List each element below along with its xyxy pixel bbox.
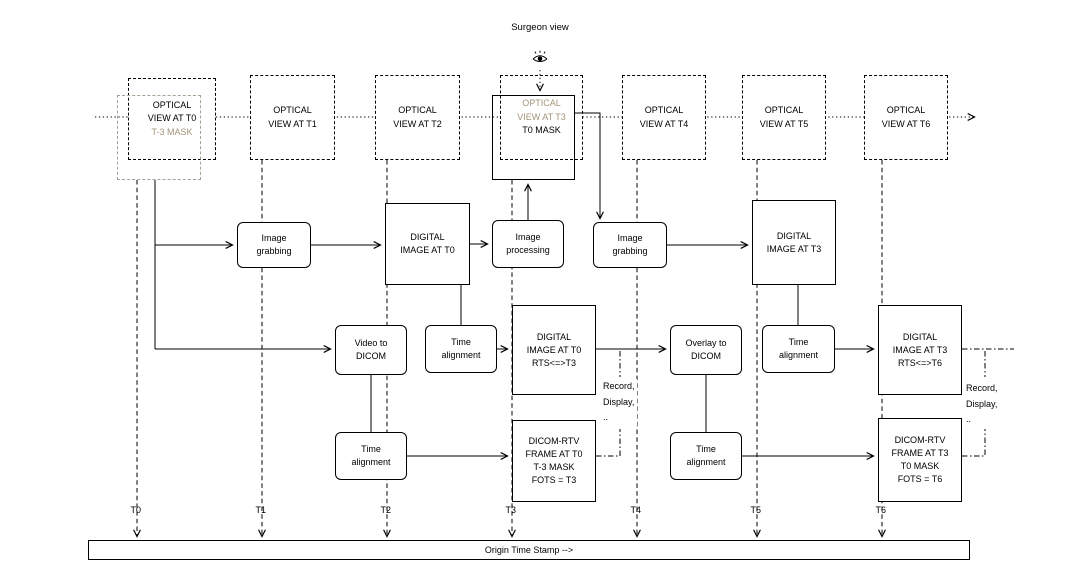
- optical-view-t3-label: OPTICAL VIEW AT T3: [517, 98, 566, 122]
- t-3-mask-frame: [117, 95, 201, 180]
- digital-image-t0-rts-box: DIGITAL IMAGE AT T0 RTS<=>T3: [512, 305, 596, 395]
- image-grabbing-2-box: Image grabbing: [593, 222, 667, 268]
- optical-view-t1-box: OPTICAL VIEW AT T1: [250, 75, 335, 160]
- video-to-dicom-box: Video to DICOM: [335, 325, 407, 375]
- mask-to-grabbing-connector: [575, 112, 600, 218]
- optical-view-t0-label: OPTICAL VIEW AT T0: [147, 99, 197, 124]
- dicom-rtv-frame-t3-box: DICOM-RTV FRAME AT T3 T0 MASK FOTS = T6: [878, 418, 962, 502]
- tick-t6: T6: [875, 505, 886, 515]
- image-grabbing-1-box: Image grabbing: [237, 222, 311, 268]
- time-alignment-1-box: Time alignment: [425, 325, 497, 373]
- optical-view-t6-box: OPTICAL VIEW AT T6: [864, 75, 948, 160]
- optical-view-t2-label: OPTICAL VIEW AT T2: [393, 105, 442, 129]
- optical-view-t6-label: OPTICAL VIEW AT T6: [881, 105, 931, 129]
- time-alignment-2-box: Time alignment: [335, 432, 407, 480]
- origin-time-stamp-label: Origin Time Stamp -->: [484, 545, 574, 555]
- tick-t5: T5: [750, 505, 761, 515]
- optical-view-t0-box: OPTICAL VIEW AT T0 T-3 MASK: [128, 78, 216, 160]
- tick-t1: T1: [255, 505, 266, 515]
- t0-mask-frame: [492, 95, 575, 180]
- dicom-rtv-frame-t0-box: DICOM-RTV FRAME AT T0 T-3 MASK FOTS = T3: [512, 420, 596, 502]
- optical-view-t5-label: OPTICAL VIEW AT T5: [759, 105, 809, 129]
- record-display-dashdot-lines: [596, 348, 1014, 457]
- tick-t0: T0: [130, 505, 141, 515]
- record-display-note-right: Record, Display, ..: [964, 381, 1000, 428]
- surgeon-view-label: Surgeon view: [511, 22, 569, 33]
- t-3-mask-label: T-3 MASK: [151, 126, 193, 137]
- optical-view-t4-box: OPTICAL VIEW AT T4: [622, 75, 706, 160]
- optical-view-t4-label: OPTICAL VIEW AT T4: [639, 105, 689, 129]
- image-processing-box: Image processing: [492, 220, 564, 268]
- overlay-to-dicom-box: Overlay to DICOM: [670, 325, 742, 375]
- time-alignment-4-box: Time alignment: [670, 432, 742, 480]
- origin-time-stamp-bar: Origin Time Stamp -->: [88, 540, 970, 560]
- optical-view-t5-box: OPTICAL VIEW AT T5: [742, 75, 826, 160]
- tick-t4: T4: [630, 505, 641, 515]
- time-alignment-3-box: Time alignment: [762, 325, 835, 373]
- optical-view-t1-label: OPTICAL VIEW AT T1: [268, 105, 317, 129]
- optical-view-t2-box: OPTICAL VIEW AT T2: [375, 75, 460, 160]
- tick-t2: T2: [380, 505, 391, 515]
- digital-image-t0-box: DIGITAL IMAGE AT T0: [385, 203, 470, 285]
- digital-image-t3-rts-box: DIGITAL IMAGE AT T3 RTS<=>T6: [878, 305, 962, 395]
- solid-connectors: [154, 180, 873, 456]
- t0-mask-label: T0 MASK: [522, 125, 561, 136]
- tick-t3: T3: [505, 505, 516, 515]
- digital-image-t3-box: DIGITAL IMAGE AT T3: [752, 200, 836, 285]
- surgeon-eye-icon: [532, 50, 548, 62]
- record-display-note-left: Record, Display, ..: [601, 379, 637, 426]
